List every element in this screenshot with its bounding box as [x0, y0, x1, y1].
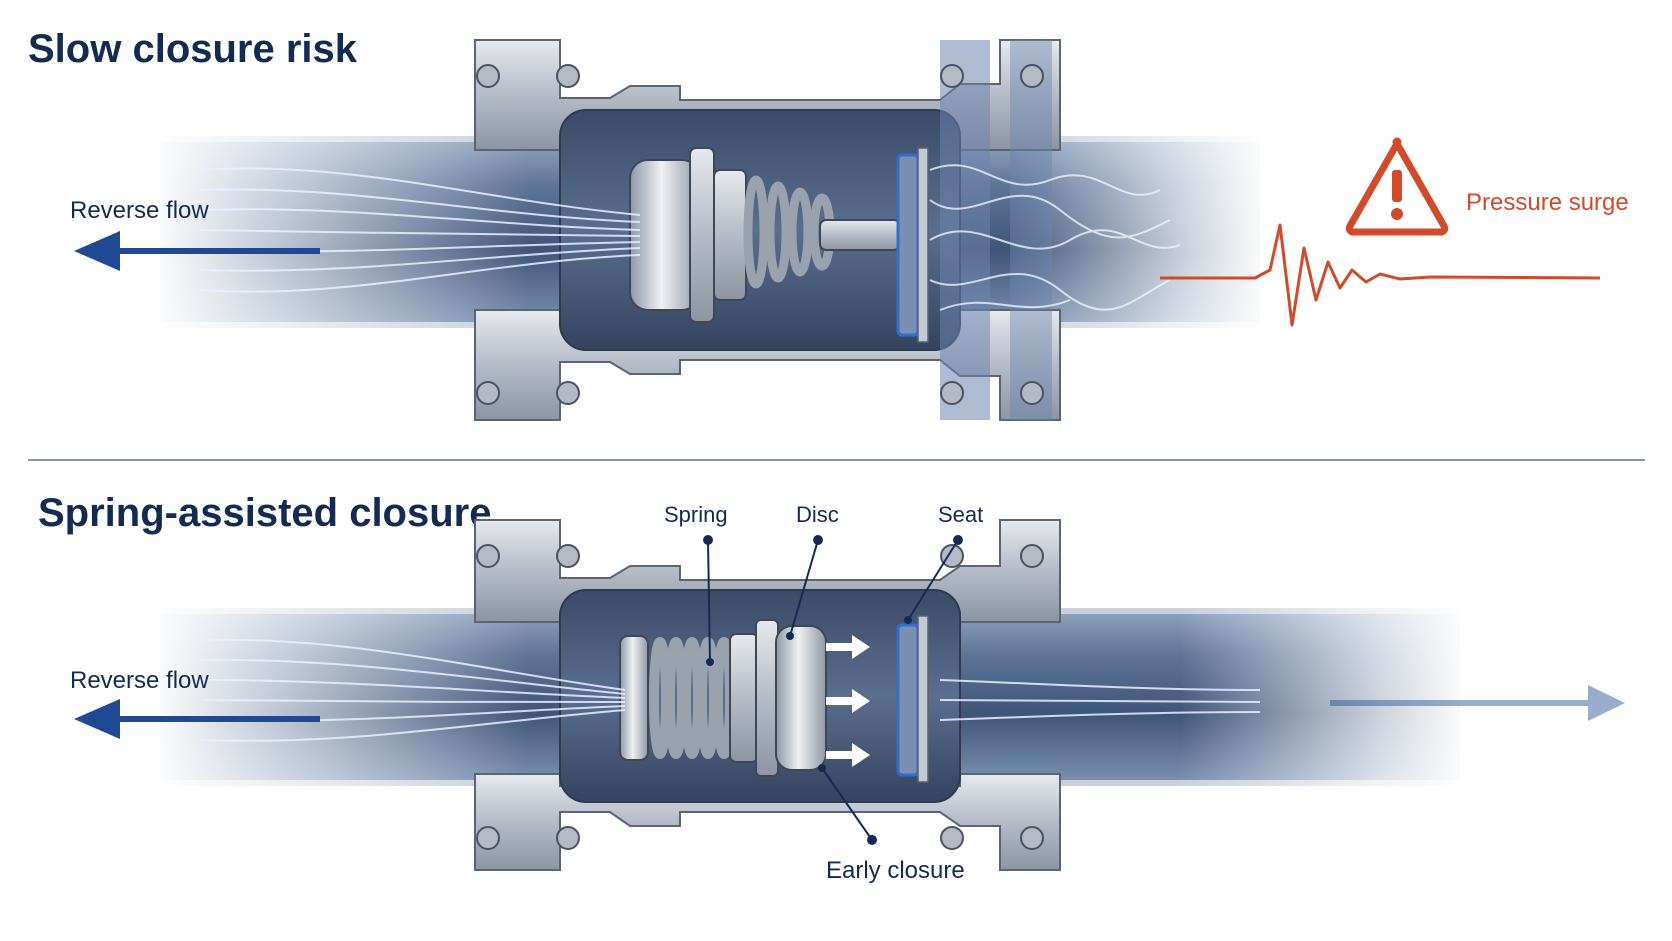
- reverse-flow-label: Reverse flow: [70, 197, 209, 224]
- arrow-left-icon: [74, 699, 320, 739]
- arrow-right-icon: [826, 743, 870, 767]
- valve-seat: [896, 615, 929, 783]
- reverse-flow-streams: [199, 167, 641, 293]
- disc-assembly: [629, 147, 901, 323]
- callout-dots: [703, 535, 963, 845]
- panel-title: Slow closure risk: [28, 27, 358, 71]
- reverse-flow-label: Reverse flow: [70, 667, 209, 694]
- seat-callout-label: Seat: [938, 502, 983, 527]
- spring-coil: [619, 635, 735, 761]
- disc-callout-label: Disc: [796, 502, 839, 527]
- callouts: [707, 539, 959, 841]
- reverse-flow-streams: [199, 638, 1261, 742]
- panel-slow-closure: Slow closure risk: [28, 27, 1629, 421]
- disc-assembly: [729, 619, 827, 777]
- panel-title: Spring-assisted closure: [38, 491, 491, 535]
- arrow-right-icon: [1330, 685, 1625, 721]
- spring-callout-label: Spring: [664, 502, 728, 527]
- pressure-surge-label: Pressure surge: [1466, 189, 1629, 216]
- turbulence: [929, 164, 1181, 311]
- flange-bolts: [476, 64, 1044, 405]
- early-closure-callout-label: Early closure: [826, 857, 965, 884]
- valve-seat: [896, 147, 929, 343]
- arrow-right-icon: [826, 635, 870, 659]
- arrow-right-icon: [826, 689, 870, 713]
- flange-bolts: [476, 544, 1044, 850]
- pressure-trace: [1160, 223, 1601, 327]
- panel-spring-assisted: Spring-assisted closure: [38, 491, 1625, 884]
- warning-triangle-icon: [1345, 137, 1449, 236]
- closure-push-arrows: [826, 635, 870, 767]
- arrow-left-icon: [74, 231, 320, 271]
